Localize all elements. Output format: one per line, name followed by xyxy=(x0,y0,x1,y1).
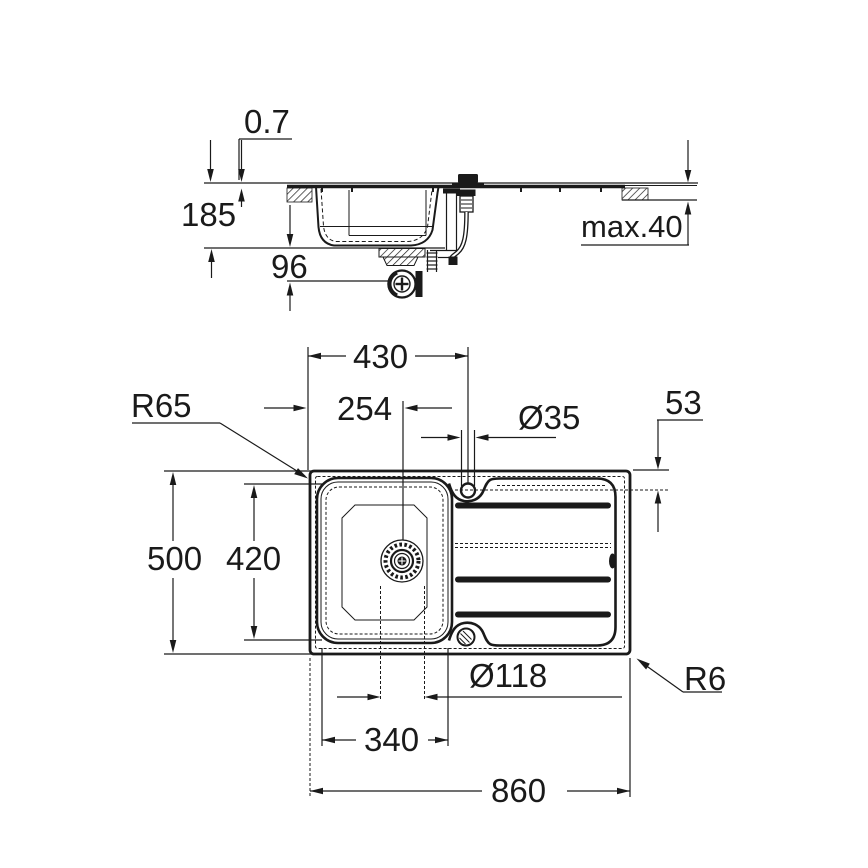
dim-label-500: 500 xyxy=(147,540,202,577)
plan-view: 430 254 R65 Ø35 53 xyxy=(131,338,726,809)
dim-bowl-width: 340 xyxy=(321,648,449,758)
dim-countertop-thickness: max.40 xyxy=(581,140,692,246)
sink-rim-inner-line xyxy=(315,476,625,649)
dim-trap-offset: 96 xyxy=(271,205,308,311)
dim-tap-hole-offset: 430 xyxy=(307,338,469,483)
drainboard-groove xyxy=(455,502,611,509)
dim-overall-depth: 500 xyxy=(147,470,312,655)
dim-label-0-7: 0.7 xyxy=(244,103,290,140)
dim-label-185: 185 xyxy=(181,196,236,233)
drainboard-edge-notch xyxy=(609,553,616,569)
dim-label-d118: Ø118 xyxy=(469,657,547,694)
countertop-cut-left xyxy=(286,187,313,203)
dim-rim-height: 0.7 xyxy=(238,103,292,207)
overflow-connector xyxy=(426,249,458,272)
bowl-outer-wall xyxy=(315,186,440,247)
dim-label-r65: R65 xyxy=(131,387,192,424)
drain-hole xyxy=(380,539,424,583)
dim-tap-hole-diameter: Ø35 xyxy=(421,399,580,486)
dim-label-420: 420 xyxy=(226,540,281,577)
dim-drainboard-offset: 53 xyxy=(455,384,703,532)
dim-label-254: 254 xyxy=(337,390,392,427)
dim-drain-offset: 254 xyxy=(264,390,452,540)
dim-label-340: 340 xyxy=(364,721,419,758)
overflow-standpipe xyxy=(443,188,460,251)
dim-overall-width: 860 xyxy=(309,658,631,809)
dim-label-r6: R6 xyxy=(684,660,726,697)
bowl xyxy=(315,476,454,645)
dim-label-53: 53 xyxy=(665,384,702,421)
rim-clip-ticks xyxy=(321,188,602,192)
dim-drain-diameter: Ø118 xyxy=(337,586,622,701)
dim-bowl-radius: R65 xyxy=(131,387,308,479)
dim-label-max40: max.40 xyxy=(581,209,683,244)
dim-label-430: 430 xyxy=(353,338,408,375)
dim-label-96: 96 xyxy=(271,248,308,285)
sink-outline xyxy=(308,469,632,656)
dim-outer-radius: R6 xyxy=(636,658,726,697)
bowl-inner-wall xyxy=(320,188,433,242)
dim-label-d35: Ø35 xyxy=(518,399,580,436)
dim-label-860: 860 xyxy=(491,772,546,809)
drainboard-groove xyxy=(455,576,611,583)
bowl-floor xyxy=(341,504,428,621)
countertop-cut-right xyxy=(621,187,649,201)
tap-hole-fitting xyxy=(448,174,484,265)
drainboard-groove xyxy=(455,611,611,618)
dim-bowl-depth: 185 xyxy=(181,140,236,278)
dim-bowl-depth-plan: 420 xyxy=(226,483,322,641)
drain-flange xyxy=(378,248,426,266)
drain-trap xyxy=(387,269,423,299)
side-view: 0.7 185 96 max.40 xyxy=(181,103,698,311)
drainboard xyxy=(447,477,617,647)
overflow-knockout xyxy=(456,627,476,647)
